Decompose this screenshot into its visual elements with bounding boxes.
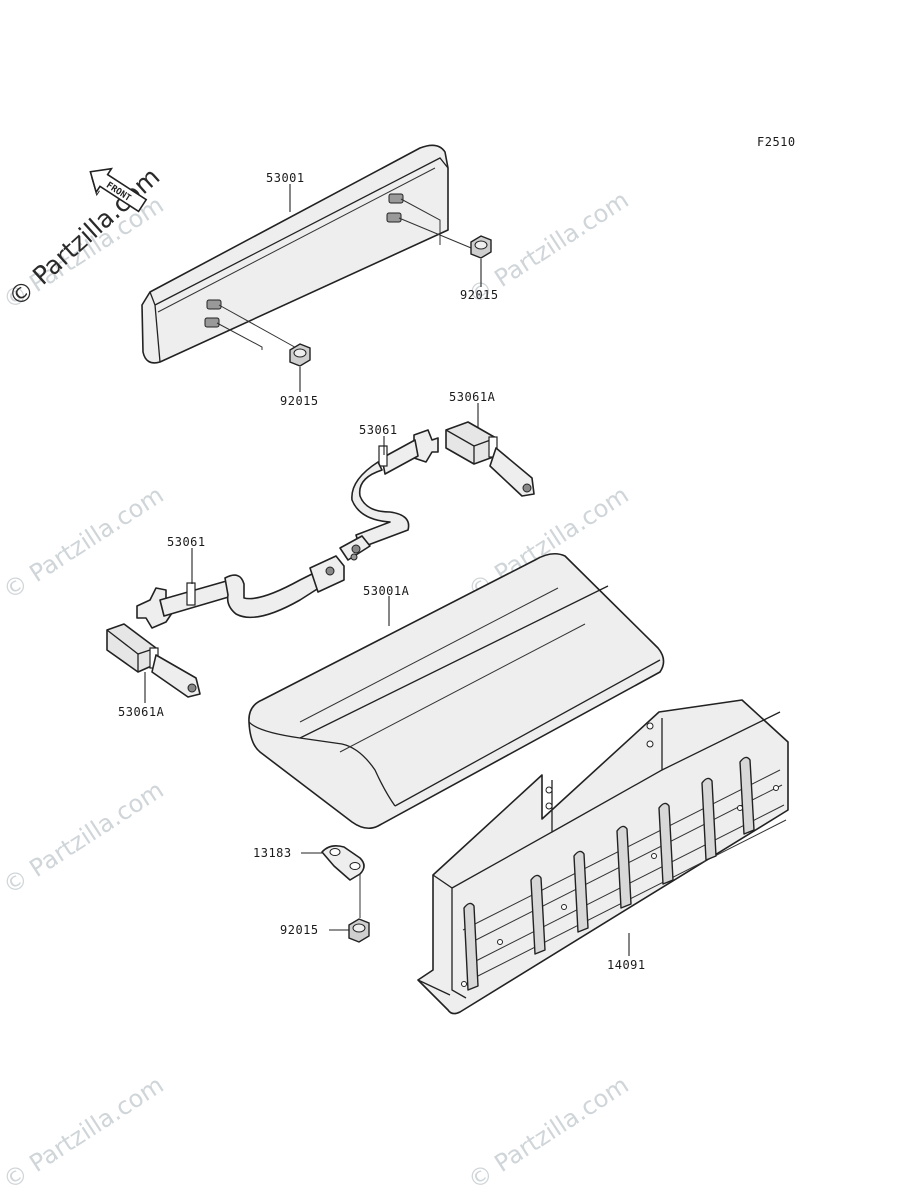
- label-92015-left: 92015: [280, 394, 319, 408]
- watermark-main: © Partzilla.com: [3, 162, 166, 313]
- stud: [204, 299, 222, 328]
- nut-92015-top-right: [470, 235, 492, 259]
- base-frame-14091: [417, 699, 789, 1015]
- figure-code: F2510: [757, 135, 796, 149]
- bracket-13183: [321, 845, 365, 918]
- part-labels: 53001 92015 92015 53061A 53061 53061 530…: [118, 171, 646, 972]
- stud: [386, 193, 404, 223]
- strap-upper-53061: [339, 429, 439, 561]
- label-92015-right: 92015: [460, 288, 499, 302]
- watermark: © Partzilla.com: [0, 481, 169, 605]
- nut-92015-bracket: [348, 918, 370, 943]
- label-53061-lower: 53061: [167, 535, 206, 549]
- label-53061A-upper: 53061A: [449, 390, 496, 404]
- label-92015-bracket: 92015: [280, 923, 319, 937]
- label-13183: 13183: [253, 846, 292, 860]
- strap-end-53061A-upper: [445, 421, 535, 497]
- label-53001A: 53001A: [363, 584, 410, 598]
- label-14091: 14091: [607, 958, 646, 972]
- leader-lines: [144, 184, 630, 956]
- seat-cushion-53001A: [248, 552, 665, 830]
- label-53001: 53001: [266, 171, 305, 185]
- watermark: © Partzilla.com: [463, 1071, 634, 1195]
- label-53061-upper: 53061: [359, 423, 398, 437]
- strap-end-53061A-lower: [106, 623, 201, 698]
- watermark: © Partzilla.com: [0, 776, 169, 900]
- label-53061A-lower: 53061A: [118, 705, 165, 719]
- watermark: © Partzilla.com: [0, 1071, 169, 1195]
- top-cushion-53001: [141, 144, 477, 364]
- frame-slots: [463, 756, 755, 991]
- nut-92015-top-left: [289, 343, 311, 367]
- strap-lower-53061: [136, 555, 345, 629]
